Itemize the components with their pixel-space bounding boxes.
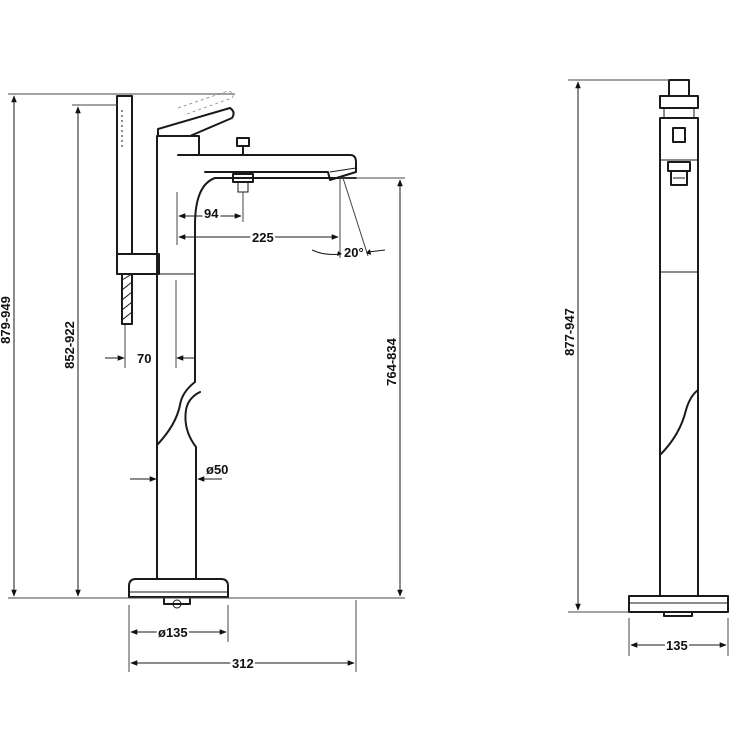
side-base-plate — [628, 595, 729, 617]
label-spout-angle: 20° — [344, 245, 364, 260]
dim-holder-offset: 70 — [105, 280, 196, 368]
front-hand-shower — [116, 95, 160, 325]
front-lever — [157, 90, 235, 137]
front-diverter — [232, 137, 254, 193]
label-total-height-side: 877-947 — [562, 308, 577, 356]
label-spout-projection: 225 — [252, 230, 274, 245]
front-base-plate — [128, 578, 229, 609]
dim-pipe-diameter: ø50 — [130, 462, 228, 482]
dim-total-height-front: 879-949 — [0, 95, 17, 597]
label-total-height-front: 879-949 — [0, 296, 13, 344]
front-view: 879-949 852-922 764-834 70 94 — [0, 90, 405, 673]
side-spout — [667, 127, 691, 186]
label-spout-height: 764-834 — [384, 337, 399, 385]
label-overall-width: 312 — [232, 656, 254, 671]
dim-diverter-offset: 94 — [176, 192, 244, 245]
dim-total-height-side: 877-947 — [562, 81, 581, 611]
label-side-base-width: 135 — [666, 638, 688, 653]
side-main-pipe — [659, 117, 699, 597]
dim-base-diameter: ø135 — [128, 605, 229, 642]
side-view: 877-947 135 — [562, 79, 729, 656]
dim-spout-height: 764-834 — [384, 179, 403, 597]
label-base-diameter: ø135 — [158, 625, 188, 640]
label-hand-shower-height: 852-922 — [62, 321, 77, 369]
dim-spout-angle: 20° — [311, 177, 386, 260]
label-holder-offset: 70 — [137, 351, 151, 366]
label-diverter-offset: 94 — [204, 206, 219, 221]
side-handle — [659, 79, 699, 119]
label-pipe-diameter: ø50 — [206, 462, 228, 477]
dim-hand-shower-height: 852-922 — [62, 106, 81, 597]
dim-side-base-width: 135 — [628, 618, 729, 656]
front-spout — [177, 154, 357, 181]
dim-overall-width: 312 — [128, 600, 357, 673]
